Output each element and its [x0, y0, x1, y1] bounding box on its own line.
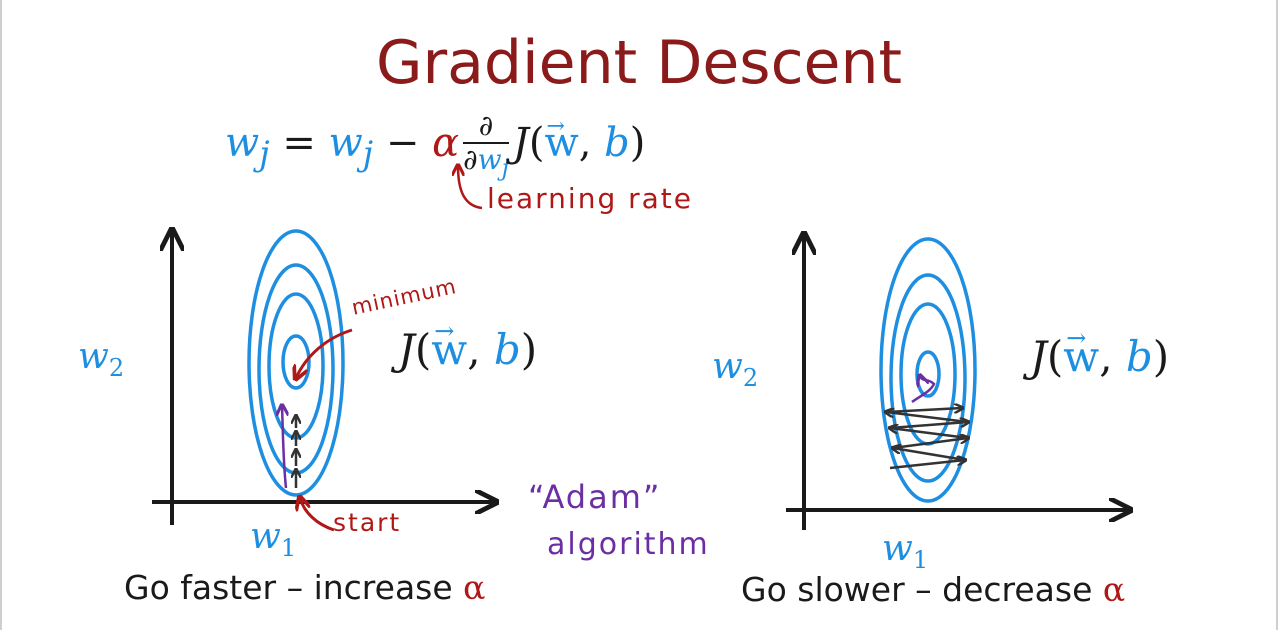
vector-arrow-icon: →: [546, 113, 565, 139]
right-cost-b: b: [1125, 332, 1153, 381]
right-cost-function: J(w→, b): [1030, 324, 1170, 381]
left-caption: Go faster – increase α: [124, 568, 485, 607]
right-caption-alpha: α: [1102, 570, 1126, 609]
eq-comma: ,: [578, 119, 592, 166]
left-cost-J: J: [398, 325, 415, 374]
eq-equals: =: [282, 119, 316, 166]
left-y-axis-label: w2: [78, 336, 124, 382]
left-cost-b: b: [493, 325, 521, 374]
right-y-axis-letter: w: [712, 346, 743, 387]
right-cost-open: (: [1046, 332, 1064, 381]
eq-lhs-sub: j: [259, 133, 270, 173]
left-adam-path: [282, 406, 286, 489]
adam-label: “Adam”: [528, 478, 662, 516]
right-x-axis-label: w1: [882, 528, 928, 574]
left-cost-open: (: [414, 325, 432, 374]
left-cost-vec-w: w→: [431, 317, 468, 374]
eq-close-paren: ): [629, 119, 646, 166]
left-cost-w: w: [431, 325, 468, 374]
right-caption-text: Go slower – decrease: [741, 570, 1103, 609]
right-y-axis-sub: 2: [742, 364, 759, 393]
eq-rhs-sub: j: [362, 133, 374, 173]
left-y-axis-sub: 2: [108, 354, 125, 383]
right-cost-vec-w: w→: [1063, 324, 1100, 381]
left-cost-close: ): [520, 325, 538, 374]
left-caption-alpha: α: [463, 568, 486, 607]
eq-alpha: α: [432, 119, 460, 166]
vector-arrow-icon: →: [434, 317, 455, 345]
eq-minus: −: [385, 119, 420, 166]
zig-2: [893, 448, 966, 462]
right-x-axis-letter: w: [882, 528, 913, 569]
eq-lhs-w: w: [225, 119, 260, 166]
zig-5: [889, 422, 968, 430]
left-cost-comma: ,: [467, 325, 481, 374]
left-x-axis-label: w1: [250, 516, 296, 562]
left-cost-function: J(w→, b): [398, 317, 538, 374]
zig-6: [886, 412, 969, 424]
eq-den-partial: ∂: [463, 143, 478, 176]
right-adam-path: [911, 376, 936, 404]
right-contours: [879, 237, 977, 503]
right-contour-1: [879, 237, 977, 503]
right-gd-zigzag: [885, 408, 969, 470]
minimum-arrow: [296, 328, 353, 378]
eq-partial: ∂: [478, 109, 494, 142]
eq-derivative-den: ∂wj: [463, 142, 509, 180]
right-cost-comma: ,: [1099, 332, 1113, 381]
left-x-axis-letter: w: [250, 516, 281, 557]
start-label: start: [333, 508, 402, 537]
left-caption-text: Go faster – increase: [124, 568, 464, 607]
right-cost-J: J: [1030, 332, 1047, 381]
left-contour-4: [281, 334, 311, 390]
left-y-axis-letter: w: [78, 336, 109, 377]
eq-rhs-w: w: [328, 119, 363, 166]
page-title: Gradient Descent: [375, 28, 903, 98]
algorithm-label: algorithm: [547, 527, 710, 562]
eq-derivative: ∂∂wj: [463, 112, 509, 180]
zig-3: [892, 438, 968, 450]
eq-lhs: wj: [225, 119, 270, 173]
right-x-axis-sub: 1: [912, 546, 929, 575]
right-y-axis-label: w2: [712, 346, 758, 392]
vector-arrow-icon: →: [1066, 324, 1087, 352]
start-arrow: [300, 498, 335, 532]
eq-b: b: [604, 119, 630, 166]
eq-cost-J: J: [512, 119, 529, 166]
left-plot: [152, 231, 494, 532]
eq-rhs: wj: [328, 119, 374, 173]
learning-rate-label: learning rate: [487, 182, 694, 215]
right-caption: Go slower – decrease α: [741, 570, 1125, 609]
zig-4: [890, 428, 969, 440]
right-plot: [786, 236, 1128, 530]
learning-rate-arrow: [458, 166, 483, 210]
eq-den-w: w: [477, 143, 502, 176]
eq-vec-w: w→: [544, 114, 579, 166]
eq-vec-w-letter: w: [544, 119, 579, 166]
right-cost-close: ): [1152, 332, 1170, 381]
eq-open-paren: (: [528, 119, 545, 166]
right-cost-w: w: [1063, 332, 1100, 381]
eq-den-sub: j: [501, 153, 509, 182]
zig-1: [889, 460, 965, 470]
right-contour-2: [889, 273, 967, 483]
left-x-axis-sub: 1: [280, 534, 297, 563]
zig-7: [885, 408, 962, 412]
